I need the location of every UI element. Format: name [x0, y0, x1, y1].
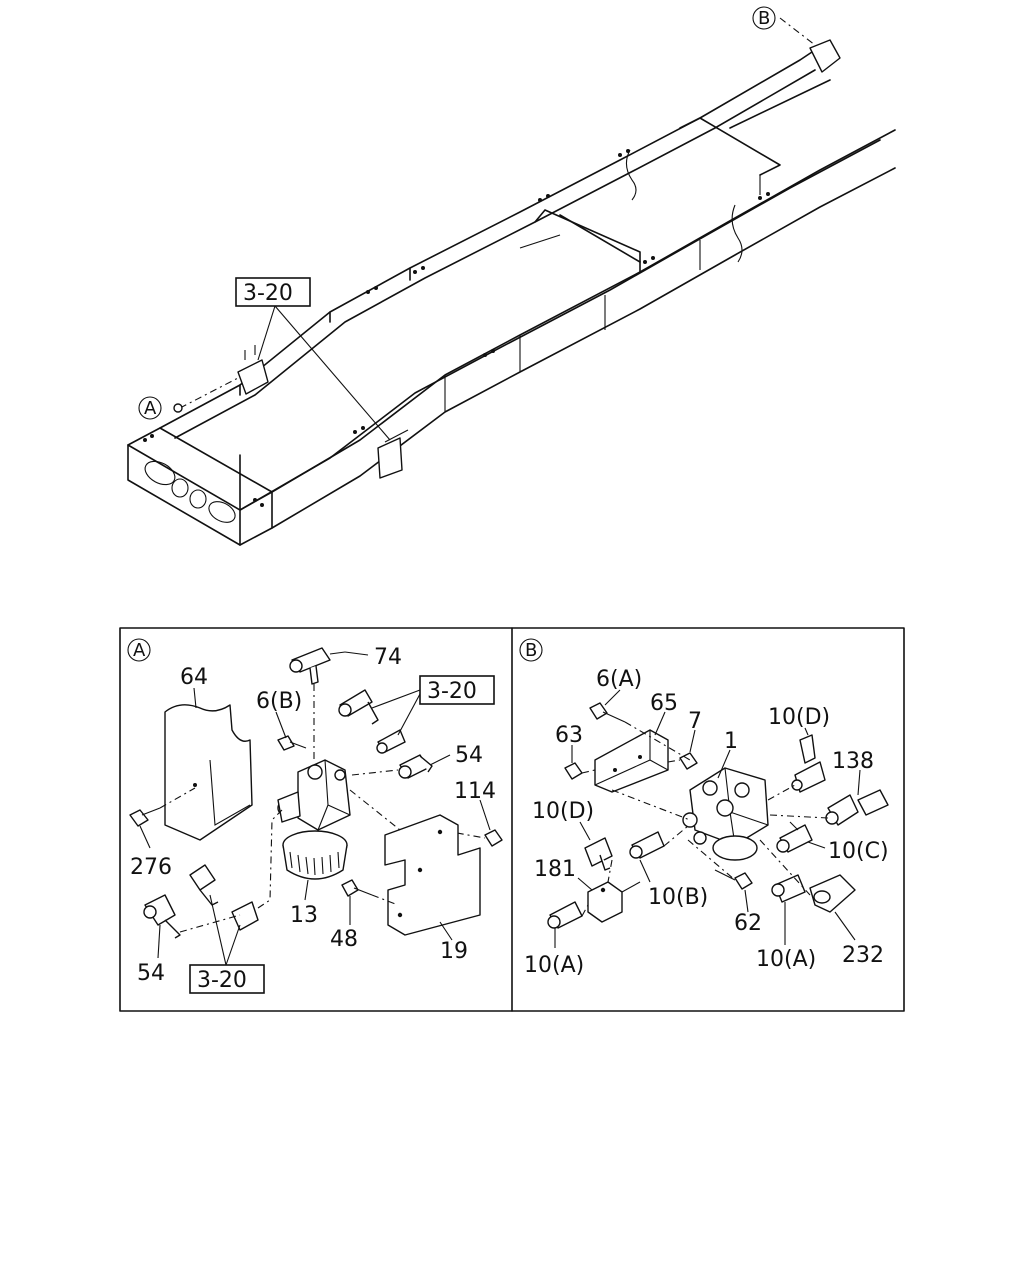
- label-276: 276: [130, 855, 172, 880]
- label-10a-right: 10(A): [756, 947, 816, 972]
- fitting-10d-left: [584, 837, 613, 871]
- fitting-10c: [776, 821, 813, 853]
- label-6a: 6(A): [596, 667, 642, 692]
- label-65: 65: [650, 691, 678, 716]
- label-74: 74: [374, 645, 402, 670]
- filter-13: [282, 830, 348, 880]
- overview-callout-b-label: B: [758, 8, 770, 29]
- fittings-bottom-a: [143, 809, 283, 939]
- front-crossmember: [127, 427, 273, 546]
- detail-b-labels: 6(A) 65 7 63 1 10(D) 138 10(D) 10(C) 181…: [524, 667, 889, 978]
- label-181: 181: [534, 857, 576, 882]
- detail-a-ref-box-1: 3-20: [371, 675, 495, 736]
- label-10a-left: 10(A): [524, 953, 584, 978]
- bolt-6a: [589, 702, 626, 723]
- label-19: 19: [440, 939, 468, 964]
- rivet-holes: [143, 149, 770, 507]
- valve-location-b: [779, 17, 841, 73]
- bolt-276: [129, 787, 196, 827]
- label-62: 62: [734, 911, 762, 936]
- tee-fitting-74: [289, 647, 346, 760]
- label-6b: 6(B): [256, 689, 302, 714]
- bolt-48: [341, 879, 399, 906]
- bracket-65: [594, 729, 669, 793]
- detail-a-panel: A: [127, 638, 503, 994]
- label-114: 114: [454, 779, 496, 804]
- overview-callout-a-label: A: [144, 398, 157, 419]
- detail-b-callout: B: [519, 638, 543, 662]
- detail-a-callout-label: A: [133, 640, 146, 661]
- detail-b-callout-label: B: [525, 640, 537, 661]
- label-13: 13: [290, 903, 318, 928]
- detail-a-leaders: [139, 651, 491, 959]
- fitting-54-top: [351, 754, 433, 779]
- fitting-10a-left: [547, 901, 583, 929]
- fitting-10a-right: [771, 874, 806, 903]
- label-64: 64: [180, 665, 208, 690]
- detail-b-assembly-lines: [581, 721, 829, 917]
- left-side-rail: [159, 51, 816, 439]
- label-232: 232: [842, 943, 884, 968]
- detail-panels-frame: [119, 627, 905, 1012]
- label-10c: 10(C): [828, 839, 889, 864]
- nut-63: [564, 762, 583, 780]
- label-63: 63: [555, 723, 583, 748]
- valve-body-a: [277, 759, 351, 831]
- overview-ref-box: 3-20: [235, 277, 391, 441]
- overview-ref-label: 3-20: [243, 281, 293, 306]
- fitting-10b: [629, 831, 665, 859]
- detail-a-ref-label-1: 3-20: [427, 679, 477, 704]
- clamp-232: [809, 874, 856, 913]
- label-54-bottom: 54: [137, 961, 165, 986]
- detail-a-callout: A: [127, 638, 151, 662]
- label-48: 48: [330, 927, 358, 952]
- detail-b-panel: B: [519, 638, 889, 978]
- crossmembers: [239, 79, 831, 511]
- label-10b: 10(B): [648, 885, 708, 910]
- detail-a-ref-box-2: 3-20: [189, 894, 265, 994]
- overview-callout-b: B: [752, 6, 776, 30]
- detail-b-leaders: [554, 689, 861, 948]
- label-138: 138: [832, 749, 874, 774]
- right-side-rail: [239, 129, 896, 529]
- heat-shield-64: [164, 704, 253, 841]
- label-10d-left: 10(D): [532, 799, 594, 824]
- nut-7: [679, 752, 698, 770]
- label-10d-top: 10(D): [768, 705, 830, 730]
- detail-a-labels: 74 64 6(B) 54 114 276 13 48 19 54: [130, 645, 496, 986]
- sensor-138: [825, 789, 889, 826]
- relay-valve-1: [682, 767, 769, 861]
- nut-114: [439, 829, 503, 847]
- block-181: [587, 881, 641, 923]
- bolt-62: [714, 869, 753, 890]
- fitting-10d-top: [791, 734, 826, 793]
- valve-location-right: [377, 429, 409, 479]
- detail-a-ref-label-2: 3-20: [197, 968, 247, 993]
- valve-location-a: [173, 345, 269, 413]
- bolt-6b: [277, 735, 307, 751]
- label-1: 1: [724, 729, 738, 754]
- bracket-19: [349, 789, 481, 936]
- label-54-top: 54: [455, 743, 483, 768]
- fittings-top-a: [338, 689, 406, 754]
- label-7: 7: [688, 709, 702, 734]
- chassis-frame-overview: 3-20 A B: [127, 6, 896, 546]
- overview-callout-a: A: [138, 396, 162, 420]
